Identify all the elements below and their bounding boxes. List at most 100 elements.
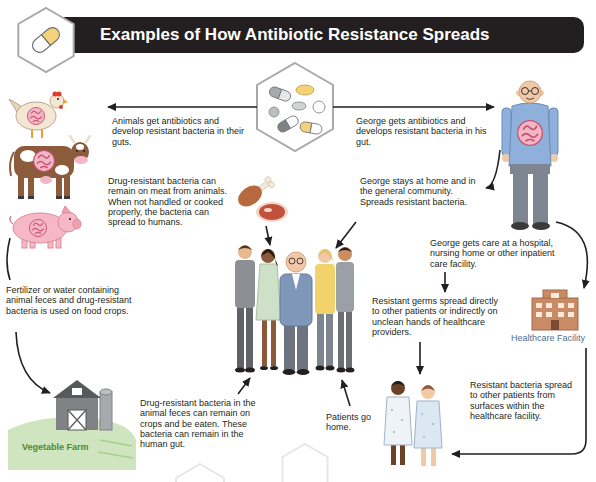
person [237,306,244,368]
vegetable-farm [8,380,136,470]
patients [391,381,405,395]
george [502,81,558,230]
chicken [16,102,56,130]
person [346,368,355,373]
chicken [57,92,62,97]
george [522,88,529,95]
person [316,366,325,371]
arrow [238,378,250,394]
icon-caption: Vegetable Farm [22,442,135,453]
person [280,274,312,326]
george [526,91,534,100]
vegetable-farm [100,389,112,395]
person [246,306,253,368]
cow [70,136,90,142]
annotation-text: Resistant germs spread directly to other… [372,296,504,337]
person [271,316,276,366]
arrow [556,222,587,288]
cow [28,176,34,198]
vegetable-farm [100,392,112,430]
healthcare-building [532,298,578,330]
healthcare-building [558,312,564,317]
pig [29,219,46,236]
antibiotics-hexagon [299,121,322,135]
healthcare-building [568,312,574,317]
patients [391,409,393,411]
arrow [419,342,421,374]
person [338,310,344,368]
background-hexagon [283,444,328,482]
person [315,264,335,314]
title-bar [18,8,584,72]
antibiotics-hexagon [269,107,279,117]
healthcare-building [551,293,559,298]
person [260,366,268,370]
antibiotics-hexagon [257,63,333,151]
vegetable-farm [72,388,82,395]
person [297,322,308,370]
person [297,369,310,375]
title-bar [42,25,63,46]
chicken [9,92,68,139]
chicken [27,107,44,124]
person [337,368,346,373]
patients [393,431,395,433]
antibiotics-hexagon [286,114,301,128]
george [509,103,551,166]
chicken [63,99,68,104]
annotation-text: Patients go home. [326,412,382,433]
meat [259,204,285,220]
healthcare-building [558,303,564,308]
title-bar [30,25,63,56]
healthcare-building [546,312,552,317]
patients [421,413,423,415]
cow [83,150,85,152]
vegetable-farm [98,440,133,458]
person [292,274,300,290]
vegetable-farm [68,410,86,430]
healthcare-building [536,293,574,317]
arrow [333,106,494,108]
vegetable-farm [56,396,98,430]
antibiotics-hexagon [278,89,292,102]
cow [55,165,69,175]
arrow [108,106,257,108]
pig [62,206,71,213]
patients [421,446,426,466]
george [533,170,548,224]
cow [10,152,14,176]
chicken [57,98,59,100]
antibiotics-hexagon [299,121,312,133]
title-text: Examples of How Antibiotic Resistance Sp… [100,23,490,47]
patients [421,385,435,391]
arrow [444,272,446,292]
vegetable-farm: Vegetable Farm [10,372,135,453]
arrow [16,332,50,393]
healthcare-building [568,303,574,308]
arrow [266,226,270,245]
chicken [59,105,63,109]
person [297,258,303,264]
person [235,368,245,373]
patients [400,443,405,465]
patients [431,446,436,466]
antibiotics-hexagon [310,123,323,135]
george [510,164,550,174]
annotation-text: George gets antibiotics and develops res… [356,116,496,147]
pig [10,216,13,224]
arrow [16,107,587,454]
healthcare-building [546,303,552,308]
person [283,369,296,375]
title-bar [18,8,73,72]
healthcare-building [532,290,578,330]
person [284,322,295,370]
arrow [486,150,500,188]
patients [384,381,442,466]
background-hexagon [176,464,224,482]
cow [76,150,78,152]
people-group [235,245,355,375]
person [238,245,252,259]
person [346,310,352,368]
antibiotics-hexagon [268,86,292,103]
cow [76,144,84,150]
